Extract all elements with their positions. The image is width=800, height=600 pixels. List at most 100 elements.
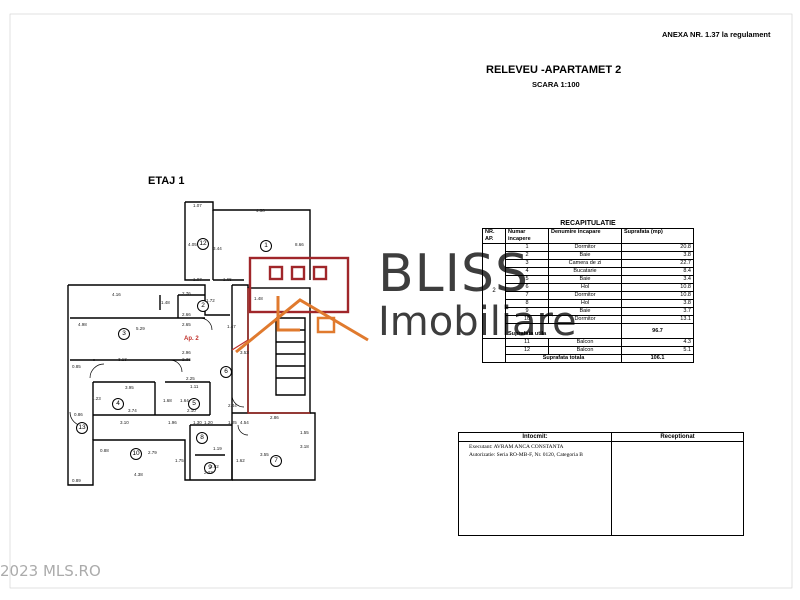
total-area-value: 106.1 (621, 354, 694, 363)
bliss-logo-mark (235, 256, 369, 354)
table-cell: 1 (505, 243, 549, 252)
table-cell: 20.8 (621, 243, 694, 252)
dimension-label: 1.11 (190, 384, 199, 389)
authorization-line: Autorizatie: Seria RO-MB-F, Nr. 0120, Ca… (469, 452, 583, 458)
recap-table: RECAPITULATIE NR. AP. Numar incapere Den… (482, 220, 694, 363)
dimension-label: 1.47 (227, 324, 236, 329)
table-cell: 4 (505, 267, 549, 276)
table-cell: 3.8 (621, 299, 694, 308)
dimension-label: 2.86 (270, 415, 279, 420)
room-number-1: 1 (260, 240, 272, 252)
watermark: 2023 MLS.RO (0, 562, 101, 580)
table-cell: 4.3 (621, 338, 694, 347)
dimension-label: 1.07 (193, 277, 202, 282)
room-number-12: 12 (197, 238, 209, 250)
dimension-label: 0.85 (72, 364, 81, 369)
table-cell: Balcon (548, 346, 622, 355)
recap-title: RECAPITULATIE (560, 220, 616, 227)
table-cell: Baie (548, 251, 622, 260)
room-number-5: 5 (188, 398, 200, 410)
dimension-label: 3.95 (125, 385, 134, 390)
table-cell: 8.4 (621, 267, 694, 276)
dimension-label: 3.44 (213, 246, 222, 251)
dimension-label: 1.64 (180, 398, 189, 403)
scale-label: SCARA 1:100 (532, 80, 580, 89)
dimension-label: 1.96 (168, 420, 177, 425)
dimension-label: 4.38 (134, 472, 143, 477)
table-cell: 5.1 (621, 346, 694, 355)
room-number-8: 8 (196, 432, 208, 444)
recap-header-ap: NR. AP. (482, 228, 506, 244)
table-cell: 9 (505, 307, 549, 316)
annex-label: ANEXA NR. 1.37 la regulament (662, 30, 771, 39)
table-cell: Dormitor (548, 291, 622, 300)
dimension-label: 1.48 (254, 296, 263, 301)
dimension-label: 5.29 (136, 326, 145, 331)
recap-header-name: Denumire incapare (548, 228, 622, 244)
dimension-label: 3.13 (118, 357, 127, 362)
apartment-label: Ap. 2 (184, 336, 199, 342)
table-cell: 8 (505, 299, 549, 308)
table-cell: Dormitor (548, 243, 622, 252)
executor-line: Executant: AVRAM ANCA CONSTANTA (469, 444, 564, 450)
dimension-label: 3.10 (120, 420, 129, 425)
table-cell: 13.1 (621, 315, 694, 324)
page-title: RELEVEU -APARTAMET 2 (486, 64, 622, 76)
dimension-label: 2.79 (148, 450, 157, 455)
dimension-label: 1.55 (300, 430, 309, 435)
floor-label: ETAJ 1 (148, 175, 185, 187)
useful-area-label: Suprafata utila (505, 323, 622, 339)
table-cell: Hol (548, 299, 622, 308)
table-cell: 3.7 (621, 307, 694, 316)
dimension-label: 1.62 (236, 458, 245, 463)
dimension-label: 3.18 (300, 444, 309, 449)
dimension-label: 2.96 (182, 350, 191, 355)
table-cell: 10.8 (621, 283, 694, 292)
table-cell: Baie (548, 307, 622, 316)
dimension-label: 0.88 (100, 448, 109, 453)
table-cell: 11 (505, 338, 549, 347)
room-number-3: 3 (118, 328, 130, 340)
dimension-label: 2.66 (182, 312, 191, 317)
dimension-label: 0.86 (74, 412, 83, 417)
dimension-label: 0.89 (72, 478, 81, 483)
table-cell: 2 (505, 251, 549, 260)
dimension-label: 1.07 (193, 203, 202, 208)
room-number-10: 10 (130, 448, 142, 460)
dimension-label: 4.38 (256, 208, 265, 213)
table-cell: Camera de zi (548, 259, 622, 268)
table-cell: 3.4 (621, 275, 694, 284)
room-number-7: 7 (270, 455, 282, 467)
table-cell: 10.8 (621, 291, 694, 300)
room-number-13: 13 (76, 422, 88, 434)
dimension-label: 2.27 (204, 470, 213, 475)
dimension-label: 4.54 (240, 420, 249, 425)
table-cell: 5 (505, 275, 549, 284)
dimension-label: 1.75 (175, 458, 184, 463)
table-cell: 3 (505, 259, 549, 268)
blank-cell (482, 338, 506, 363)
dimension-label: 1.25 (228, 420, 237, 425)
dimension-label: 1.30 (193, 420, 202, 425)
table-cell: 10 (505, 315, 549, 324)
dimension-label: 1.65 (223, 277, 232, 282)
dimension-label: 1.68 (163, 398, 172, 403)
dimension-label: 4.16 (112, 292, 121, 297)
recap-header-area: Suprafata (mp) (621, 228, 694, 244)
dimension-label: 1.48 (161, 300, 170, 305)
room-number-9: 9 (204, 462, 216, 474)
useful-area-value: 96.7 (621, 323, 694, 339)
dimension-label: 2.44 (228, 403, 237, 408)
total-area-label: Suprafata totala (505, 354, 622, 363)
dimension-label: 1.23 (92, 396, 101, 401)
